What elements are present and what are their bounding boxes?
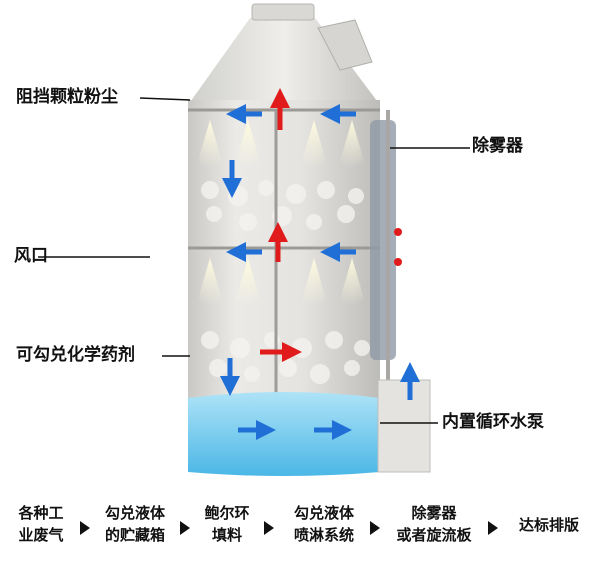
flow-step-line1: 除雾器 [411, 504, 457, 522]
flow-arrow-1 [80, 521, 90, 535]
flow-arrow-5 [488, 521, 498, 535]
spray-cones [196, 120, 366, 306]
flow-step-line2: 的贮藏箱 [104, 526, 165, 544]
side-duct [317, 19, 373, 71]
label-air-inlet: 风口 [14, 246, 48, 266]
flow-step-line2: 业废气 [18, 526, 64, 544]
flow-step-line1: 鲍尔环 [204, 504, 250, 522]
flow-arrow-2 [180, 521, 190, 535]
tower-cone [188, 18, 380, 105]
scrubber-tower-diagram [38, 3, 470, 476]
flow-step-waste-gas: 各种工 业废气 [4, 502, 78, 546]
water-tank [188, 392, 380, 476]
flow-step-spray-system: 勾兑液体 喷淋系统 [282, 502, 366, 546]
flow-step-line1: 勾兑液体 [293, 504, 354, 522]
valve-indicator-upper [394, 228, 402, 236]
pump-box [377, 379, 431, 473]
packing-texture [201, 180, 370, 384]
demister-unit [370, 120, 396, 360]
leader-lines [38, 97, 470, 424]
flow-step-demister: 除雾器 或者旋流板 [384, 502, 484, 546]
label-pump: 内置循环水泵 [442, 412, 544, 432]
flow-arrow-3 [264, 521, 274, 535]
flow-step-line2: 或者旋流板 [396, 526, 472, 544]
flow-step-line1: 勾兑液体 [104, 504, 165, 522]
flow-step-line1: 达标排版 [518, 516, 579, 534]
flow-arrow-4 [370, 521, 380, 535]
top-exhaust-outlet [251, 3, 315, 21]
flow-step-storage-tank: 勾兑液体 的贮藏箱 [94, 502, 176, 546]
leader-particles [139, 97, 191, 101]
flow-step-discharge: 达标排版 [504, 514, 594, 536]
label-demister: 除雾器 [472, 136, 523, 156]
flow-step-line2: 填料 [211, 526, 242, 544]
valve-indicator-lower [394, 258, 402, 266]
label-chemical: 可勾兑化学药剂 [16, 345, 135, 365]
blue-flow-arrows [220, 104, 420, 440]
flow-step-line2: 喷淋系统 [293, 526, 354, 544]
label-particles: 阻挡颗粒粉尘 [16, 87, 118, 107]
red-flow-arrows [260, 88, 302, 362]
flow-step-line1: 各种工 [18, 504, 64, 522]
flow-step-pall-ring: 鲍尔环 填料 [194, 502, 260, 546]
